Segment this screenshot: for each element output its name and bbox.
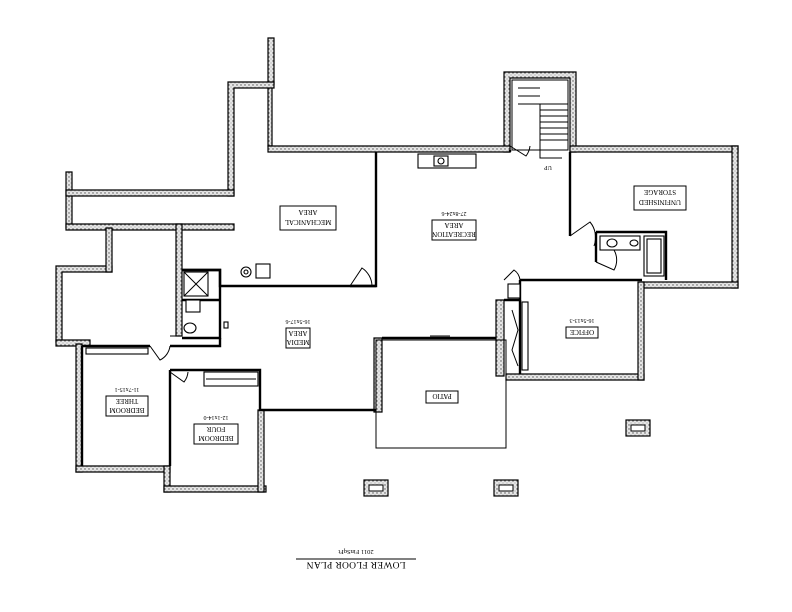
room-label-patio: PATIO <box>425 390 459 404</box>
svg-text:THREE: THREE <box>116 397 139 405</box>
svg-text:BEDROOM: BEDROOM <box>198 434 234 442</box>
svg-text:AREA: AREA <box>298 208 317 216</box>
svg-text:OFFICE: OFFICE <box>570 328 594 336</box>
room-label-mechanical: MECHANICAL AREA <box>279 205 337 231</box>
room-label-recreation: RECREATION AREA 27-8x24-6 <box>431 210 477 241</box>
svg-text:BEDROOM: BEDROOM <box>109 406 145 414</box>
toilet-icon <box>185 299 201 313</box>
svg-text:11-7x15-1: 11-7x15-1 <box>115 386 140 392</box>
stairs <box>511 79 569 159</box>
svg-text:AREA: AREA <box>444 221 463 229</box>
toilet-icon-right <box>606 238 618 248</box>
svg-text:27-8x24-6: 27-8x24-6 <box>442 210 467 216</box>
svg-text:AREA: AREA <box>288 329 307 337</box>
fixtures <box>85 153 665 387</box>
plan-subtitle: 2011 FinSqFt <box>338 548 374 555</box>
svg-text:RECREATION: RECREATION <box>432 230 476 238</box>
foundation-walls <box>55 37 739 493</box>
svg-text:PATIO: PATIO <box>432 392 451 400</box>
svg-text:12-1x14-0: 12-1x14-0 <box>204 414 229 420</box>
svg-text:FOUR: FOUR <box>206 425 225 433</box>
svg-text:STORAGE: STORAGE <box>644 188 676 196</box>
svg-text:UNFINISHED: UNFINISHED <box>639 198 681 206</box>
room-label-office: OFFICE 16-5x13-3 <box>565 317 599 339</box>
room-label-bedroom-four: BEDROOM FOUR 12-1x14-0 <box>193 414 239 445</box>
svg-text:16-5x13-3: 16-5x13-3 <box>570 317 595 323</box>
plan-title-block: LOWER FLOOR PLAN 2011 FinSqFt <box>296 548 416 569</box>
svg-text:MECHANICAL: MECHANICAL <box>285 218 332 226</box>
window-wells <box>363 419 651 497</box>
sink-icon <box>183 322 197 334</box>
svg-text:16-5x17-6: 16-5x17-6 <box>286 318 311 324</box>
plan-title: LOWER FLOOR PLAN <box>306 559 405 569</box>
door-swings <box>149 145 618 383</box>
interior-walls <box>80 150 668 466</box>
room-label-media: MEDIA AREA 16-5x17-6 <box>285 318 311 349</box>
furnace-icon <box>255 263 271 279</box>
svg-text:MEDIA: MEDIA <box>287 338 310 346</box>
room-label-bedroom-three: BEDROOM THREE 11-7x15-1 <box>105 386 149 417</box>
room-label-unfinished: UNFINISHED STORAGE <box>633 185 687 211</box>
patio-slab <box>375 339 507 449</box>
stair-up-label: UP <box>544 164 552 170</box>
